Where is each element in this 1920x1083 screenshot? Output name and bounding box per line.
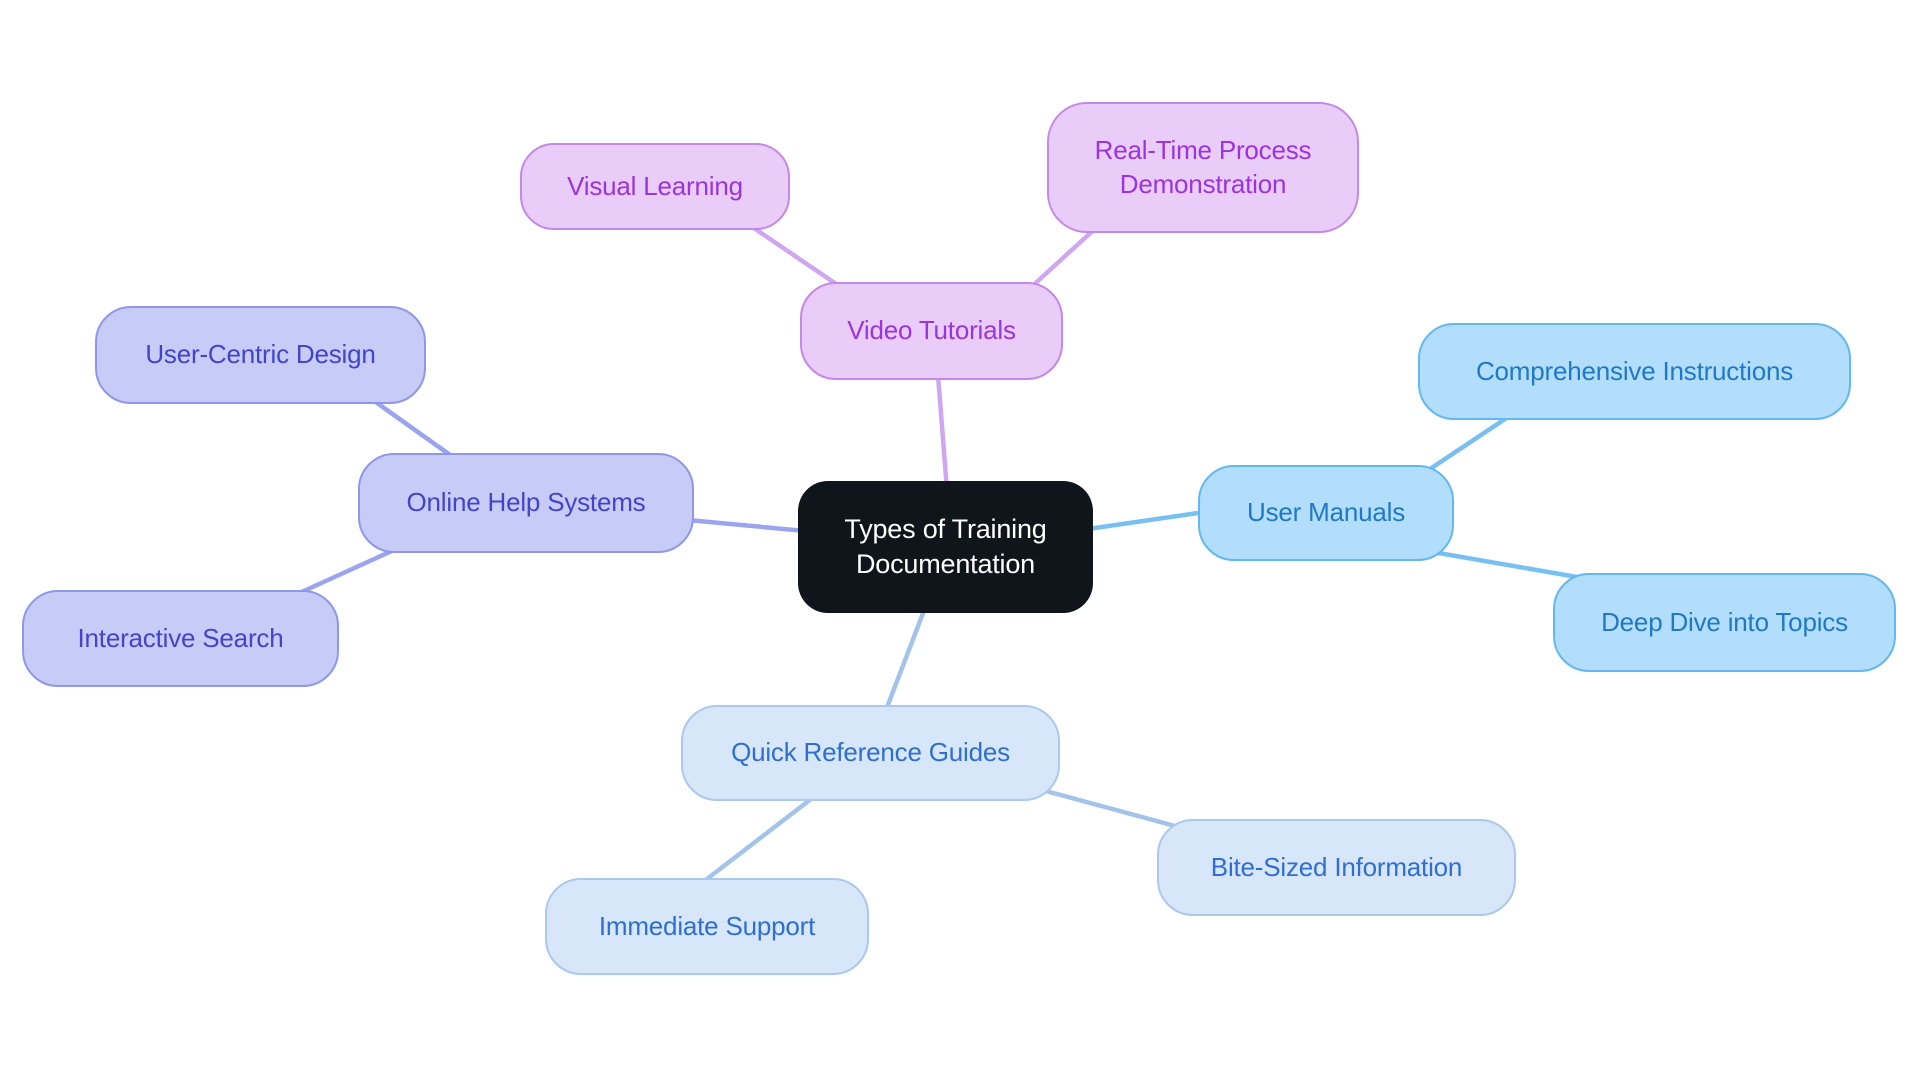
edge-center-quick-ref xyxy=(883,605,928,713)
node-label: Immediate Support xyxy=(598,910,816,941)
node-label: Quick Reference Guides xyxy=(731,737,1010,768)
edge-visual-learning-video-tutorials xyxy=(742,219,848,293)
edge-video-tutorials-center xyxy=(935,372,950,493)
edge-user-manuals-deep-dive xyxy=(1424,548,1603,584)
node-deep-dive-into-topics[interactable]: Deep Dive into Topics xyxy=(1553,573,1896,672)
edge-user-centric-online-help xyxy=(367,395,463,465)
node-online-help-systems[interactable]: Online Help Systems xyxy=(358,453,694,553)
edge-realtime-video-tutorials xyxy=(1025,223,1101,293)
node-bite-sized-information[interactable]: Bite-Sized Information xyxy=(1157,819,1516,916)
node-user-manuals[interactable]: User Manuals xyxy=(1198,465,1454,561)
node-interactive-search[interactable]: Interactive Search xyxy=(22,590,339,687)
edge-interactive-search-online-help xyxy=(292,542,408,598)
node-immediate-support[interactable]: Immediate Support xyxy=(545,878,869,975)
node-label: Online Help Systems xyxy=(406,487,646,518)
edge-user-manuals-comprehensive xyxy=(1421,414,1511,476)
node-real-time-process-demonstration[interactable]: Real-Time Process Demonstration xyxy=(1047,102,1359,233)
edge-quick-ref-immediate xyxy=(700,793,818,885)
edge-center-user-manuals xyxy=(1085,509,1208,532)
node-label: Visual Learning xyxy=(567,170,743,201)
node-video-tutorials[interactable]: Video Tutorials xyxy=(800,282,1063,380)
edge-online-help-center xyxy=(685,517,808,534)
node-label: Real-Time Process Demonstration xyxy=(1094,134,1312,199)
node-label: Types of Training Documentation xyxy=(844,513,1047,579)
node-label: Comprehensive Instructions xyxy=(1475,355,1794,386)
node-label: Video Tutorials xyxy=(847,315,1016,346)
node-quick-reference-guides[interactable]: Quick Reference Guides xyxy=(681,705,1060,801)
node-types-of-training-documentation[interactable]: Types of Training Documentation xyxy=(798,481,1093,613)
node-user-centric-design[interactable]: User-Centric Design xyxy=(95,306,426,404)
node-visual-learning[interactable]: Visual Learning xyxy=(520,143,790,230)
node-label: Bite-Sized Information xyxy=(1210,851,1463,882)
node-label: User Manuals xyxy=(1247,497,1405,528)
node-label: Interactive Search xyxy=(77,622,284,653)
node-label: User-Centric Design xyxy=(145,339,376,370)
node-comprehensive-instructions[interactable]: Comprehensive Instructions xyxy=(1418,323,1851,420)
node-label: Deep Dive into Topics xyxy=(1601,606,1848,637)
